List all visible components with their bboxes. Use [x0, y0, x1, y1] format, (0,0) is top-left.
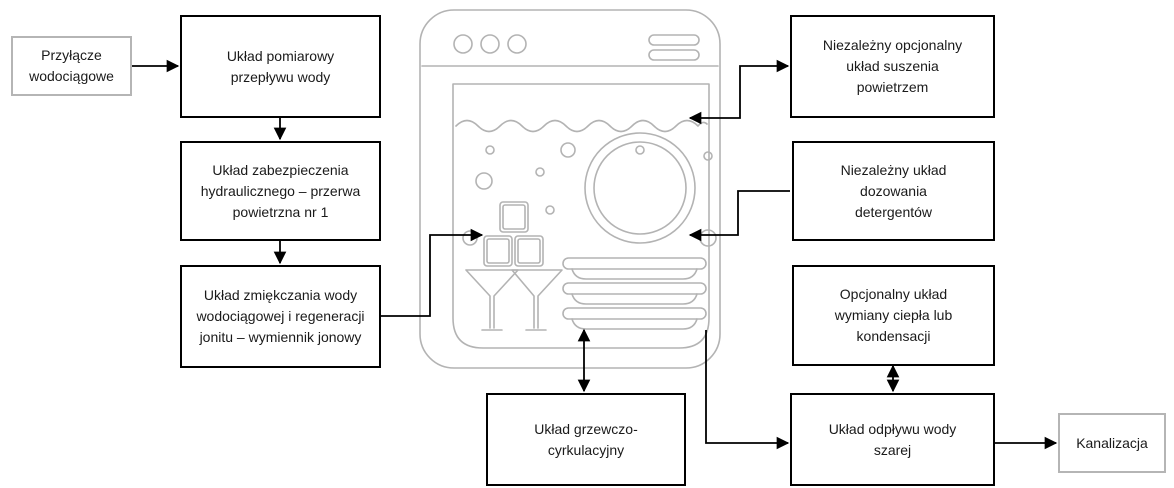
box-odplywu: Układ odpływu wody szarej [790, 393, 995, 486]
label-pomiarowy: Układ pomiarowy przepływu wody [182, 46, 379, 88]
box-zabezpieczenia: Układ zabezpieczenia hydraulicznego – pr… [180, 141, 381, 241]
label-zmiekczania: Układ zmiękczania wody wodociągowej i re… [182, 285, 379, 348]
arrow-suszenia-dishwasher [690, 66, 788, 118]
label-grzewczo: Układ grzewczo-cyrkulacyjny [488, 419, 684, 461]
box-grzewczo: Układ grzewczo-cyrkulacyjny [486, 393, 686, 486]
box-dozowania: Niezależny układ dozowania detergentów [792, 141, 995, 241]
box-wymiany: Opcjonalny układ wymiany ciepła lub kond… [792, 265, 995, 366]
label-suszenia: Niezależny opcjonalny układ suszenia pow… [792, 35, 993, 98]
label-dozowania: Niezależny układ dozowania detergentów [794, 160, 993, 223]
arrow-dishwasher-odplywu [706, 330, 788, 443]
box-pomiarowy: Układ pomiarowy przepływu wody [180, 15, 381, 118]
label-kanalizacja: Kanalizacja [1068, 433, 1156, 454]
arrow-dozowania-dishwasher [690, 191, 790, 235]
box-suszenia: Niezależny opcjonalny układ suszenia pow… [790, 15, 995, 118]
label-wymiany: Opcjonalny układ wymiany ciepła lub kond… [794, 284, 993, 347]
box-zmiekczania: Układ zmiękczania wody wodociągowej i re… [180, 265, 381, 368]
box-przylacze: Przyłącze wodociągowe [11, 36, 132, 96]
label-odplywu: Układ odpływu wody szarej [792, 419, 993, 461]
arrow-zmiekczania-dishwasher [381, 235, 482, 316]
box-kanalizacja: Kanalizacja [1058, 413, 1166, 473]
label-zabezpieczenia: Układ zabezpieczenia hydraulicznego – pr… [182, 160, 379, 223]
label-przylacze: Przyłącze wodociągowe [13, 45, 130, 87]
